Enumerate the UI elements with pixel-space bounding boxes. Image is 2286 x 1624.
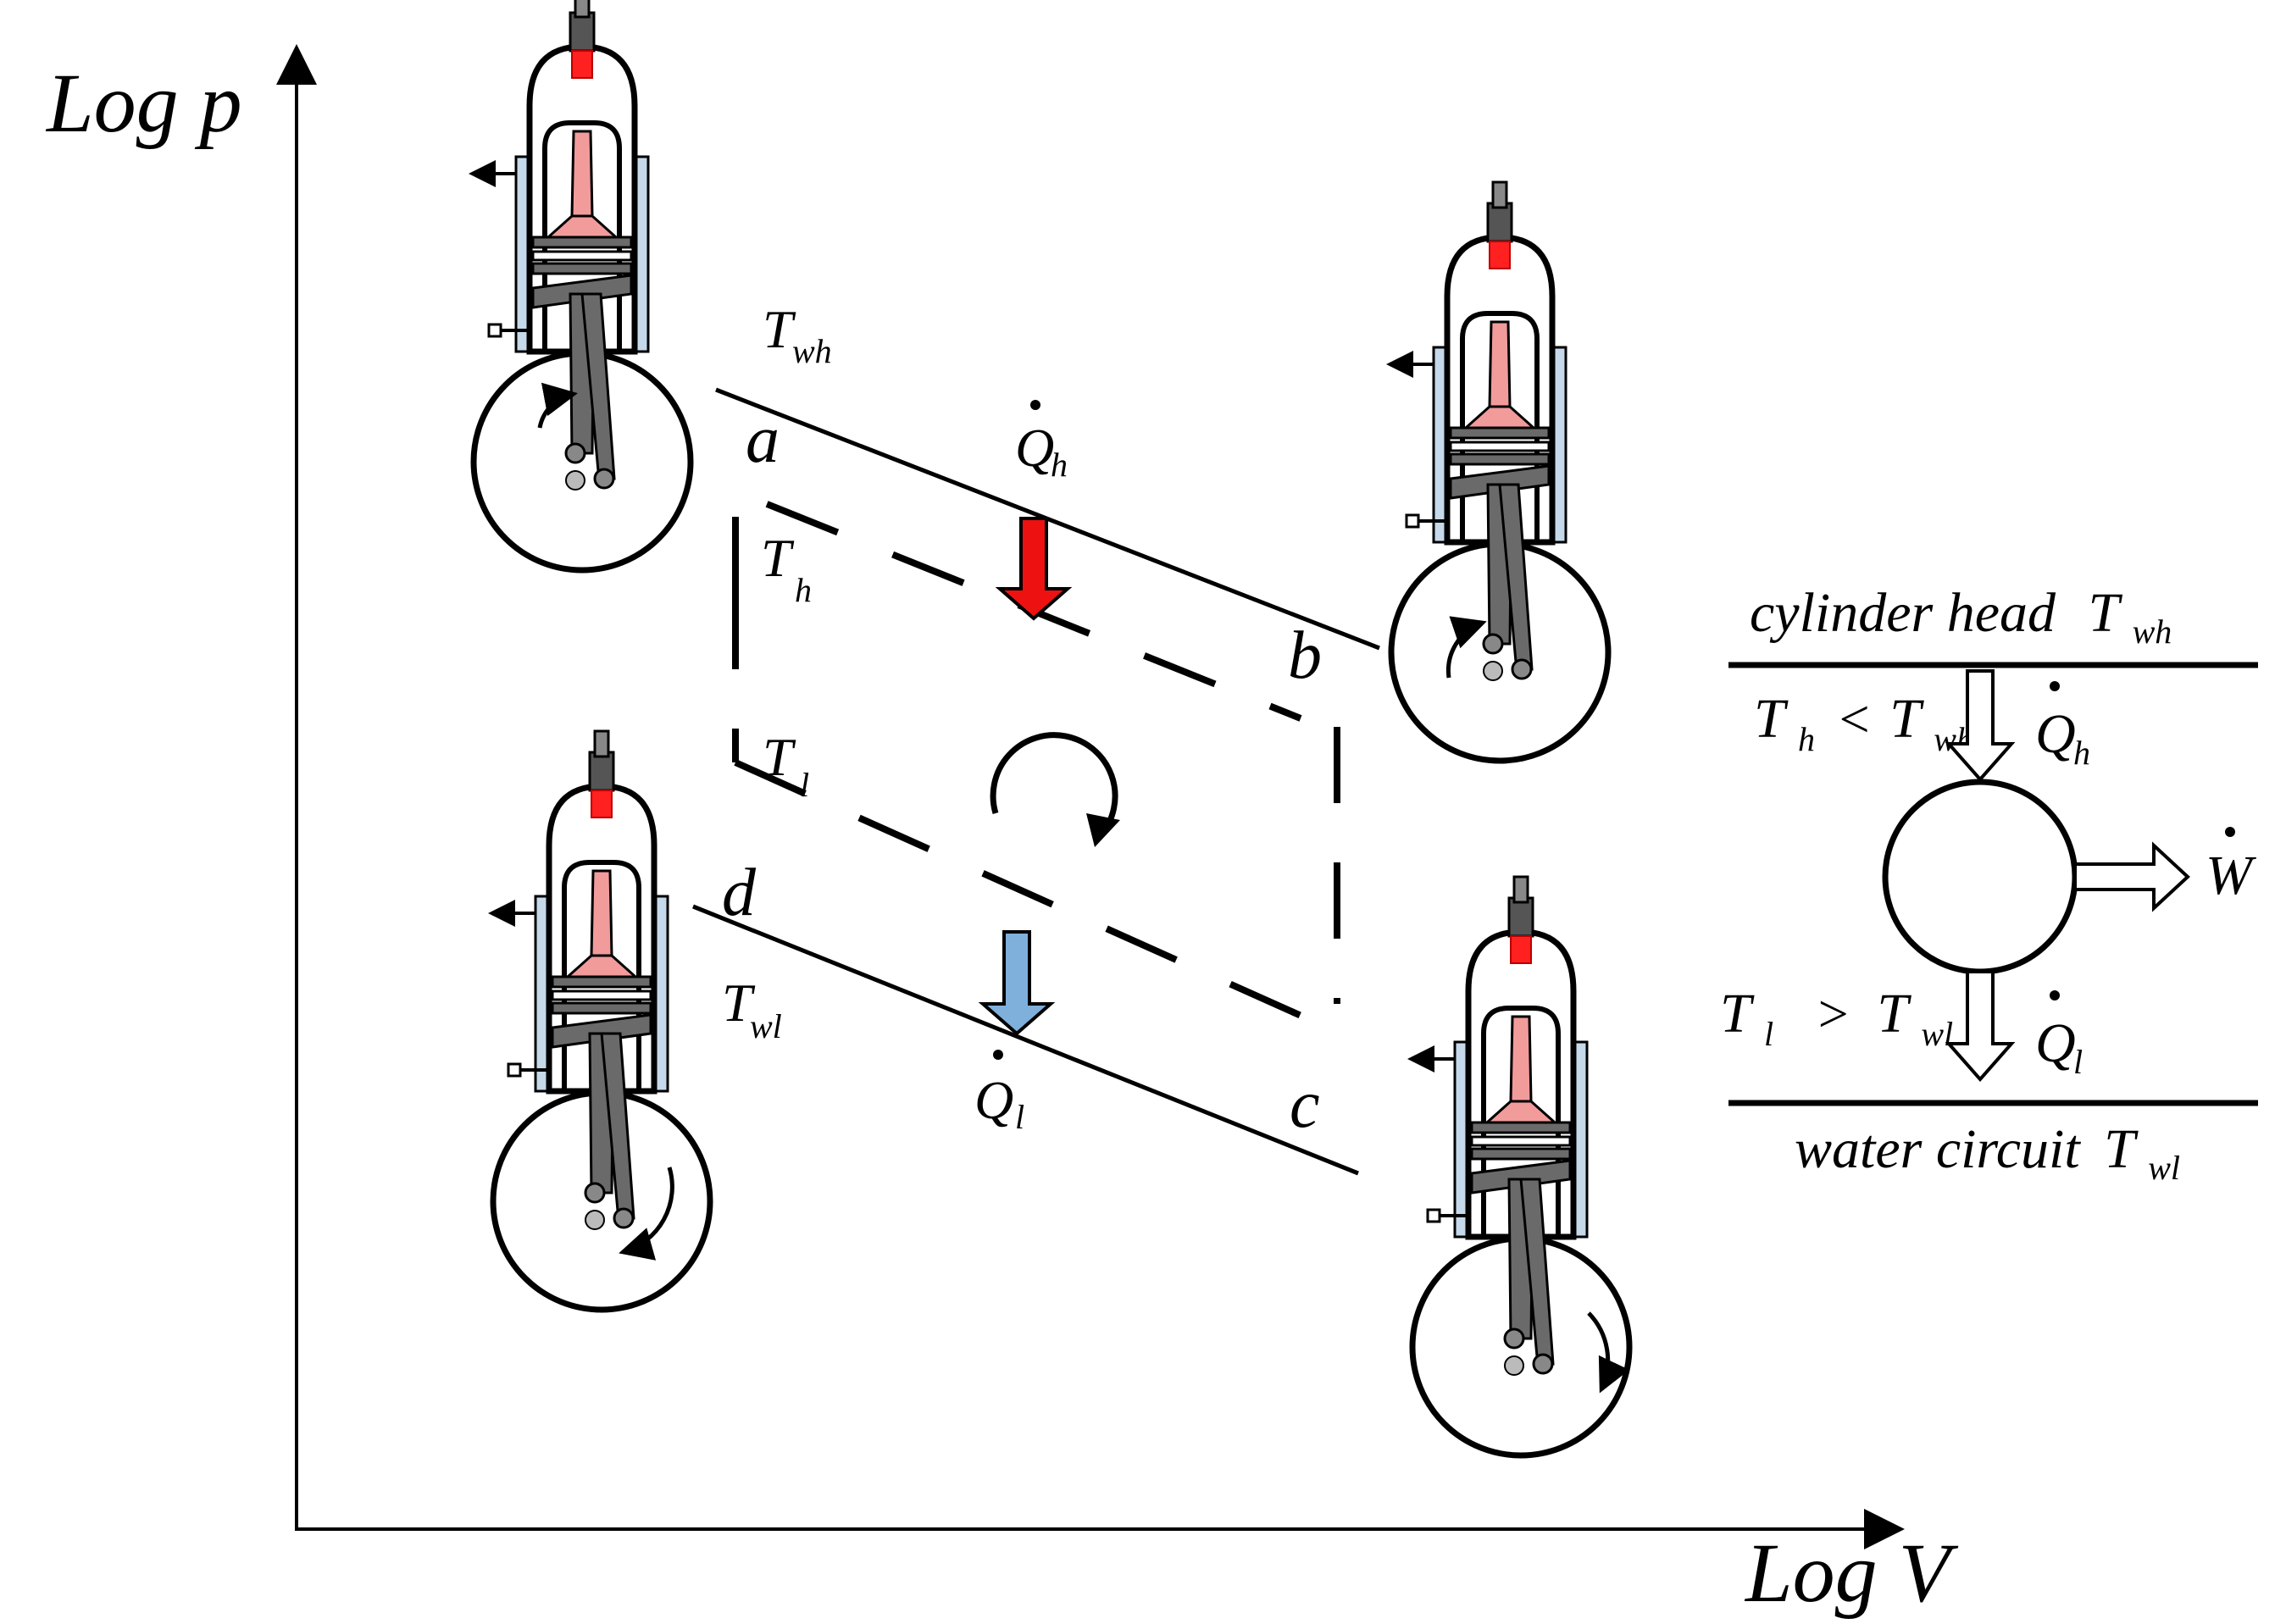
- schematic-heat-out-arrow-icon: [1945, 970, 2016, 1083]
- svg-text:T: T: [761, 528, 795, 588]
- svg-text:W: W: [2206, 845, 2256, 906]
- point-c-label: c: [1290, 1067, 1320, 1142]
- svg-text:wh: wh: [792, 332, 832, 370]
- engine-bottom-left-illustration: [491, 731, 710, 1310]
- schematic-label-ql: Q l: [2035, 990, 2083, 1081]
- heat-in-arrow-icon: [995, 517, 1073, 621]
- svg-text:h: h: [1051, 446, 1068, 484]
- svg-text:Q: Q: [1015, 418, 1054, 478]
- label-twh: T wh: [763, 299, 832, 370]
- heat-engine-schematic: cylinder head T wh T h < T wh Q h W: [1720, 582, 2258, 1187]
- schematic-label-qh: Q h: [2035, 681, 2090, 772]
- svg-text:T: T: [763, 727, 796, 787]
- isotherm-twl: [692, 904, 1359, 1176]
- engine-top-right-illustration: [1390, 182, 1608, 761]
- point-d-label: d: [722, 856, 757, 930]
- svg-text:Q: Q: [974, 1070, 1013, 1130]
- label-twl: T wl: [722, 973, 782, 1045]
- point-a-label: a: [746, 402, 780, 477]
- schematic-th-lt-twh: T h < T wh: [1754, 688, 1973, 763]
- svg-text:Q: Q: [2035, 703, 2076, 765]
- schematic-label-w: W: [2206, 827, 2256, 906]
- svg-text:T: T: [763, 299, 796, 359]
- engine-bottom-right-illustration: [1411, 877, 1629, 1455]
- point-b-label: b: [1288, 618, 1322, 693]
- label-qh: Q h: [1015, 400, 1068, 484]
- schematic-work-arrow-icon: [2073, 841, 2190, 912]
- schematic-heat-in-arrow-icon: [1945, 669, 2016, 783]
- svg-text:h: h: [2073, 734, 2090, 772]
- label-ql: Q l: [974, 1050, 1024, 1136]
- svg-text:Q: Q: [2035, 1012, 2076, 1074]
- svg-text:T: T: [722, 973, 756, 1033]
- cycle-path: [732, 486, 1340, 1035]
- schematic-tl-gt-twl: T l > T wl: [1720, 983, 1953, 1058]
- clockwise-arrow-icon: [990, 732, 1120, 847]
- svg-text:wl: wl: [750, 1007, 782, 1045]
- y-axis-label: Log p: [45, 56, 242, 150]
- schematic-water-circuit-label: water circuit T wl: [1795, 1118, 2180, 1187]
- svg-text:l: l: [800, 766, 809, 804]
- label-tl: T l: [763, 727, 809, 804]
- axes: Log p Log V: [45, 44, 1959, 1620]
- label-th: T h: [761, 528, 812, 609]
- heat-out-arrow-icon: [978, 930, 1056, 1036]
- svg-text:l: l: [1015, 1098, 1024, 1136]
- schematic-engine-circle: [1882, 779, 2078, 975]
- engine-top-left-illustration: [472, 0, 691, 570]
- svg-text:l: l: [2073, 1043, 2083, 1081]
- svg-text:h: h: [795, 571, 812, 609]
- x-axis-label: Log V: [1744, 1526, 1959, 1620]
- schematic-cylinder-head-label: cylinder head T wh: [1750, 582, 2172, 651]
